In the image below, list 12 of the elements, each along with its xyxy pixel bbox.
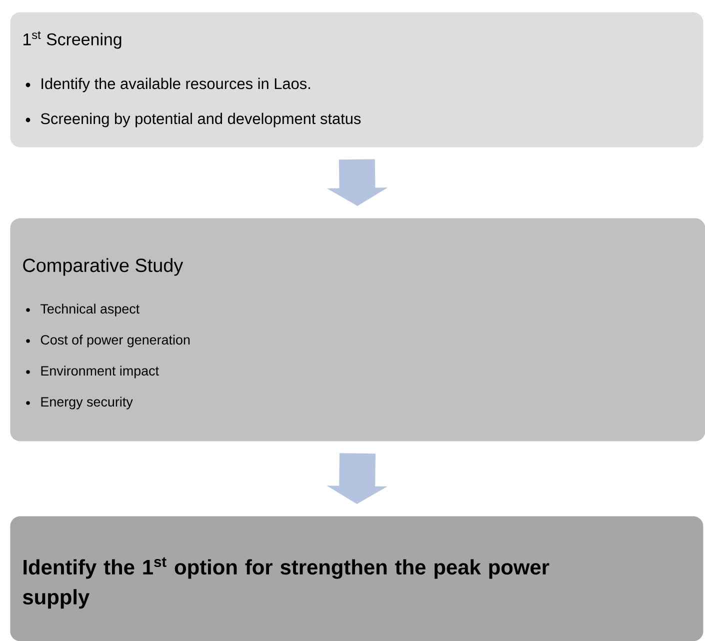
bullet-text: Cost of power generation [40, 334, 190, 348]
process-box [10, 218, 705, 442]
bullet-text: Identify the available resources in Laos. [42, 78, 310, 92]
bullet-text: Technical aspect [40, 304, 140, 316]
heading: Comparative Study [23, 258, 184, 276]
bullet-text: Energy security [41, 396, 133, 410]
process-box [10, 12, 704, 148]
process-box [10, 516, 704, 641]
bullet-text: Environment impact [41, 366, 159, 378]
heading: Identify the 1$^{st}$ option for strengthen the peak power supply [22, 557, 550, 609]
bullet-text: Screening by potential and development status [40, 112, 361, 128]
heading: 1$^{st}$ Screening [24, 31, 122, 49]
